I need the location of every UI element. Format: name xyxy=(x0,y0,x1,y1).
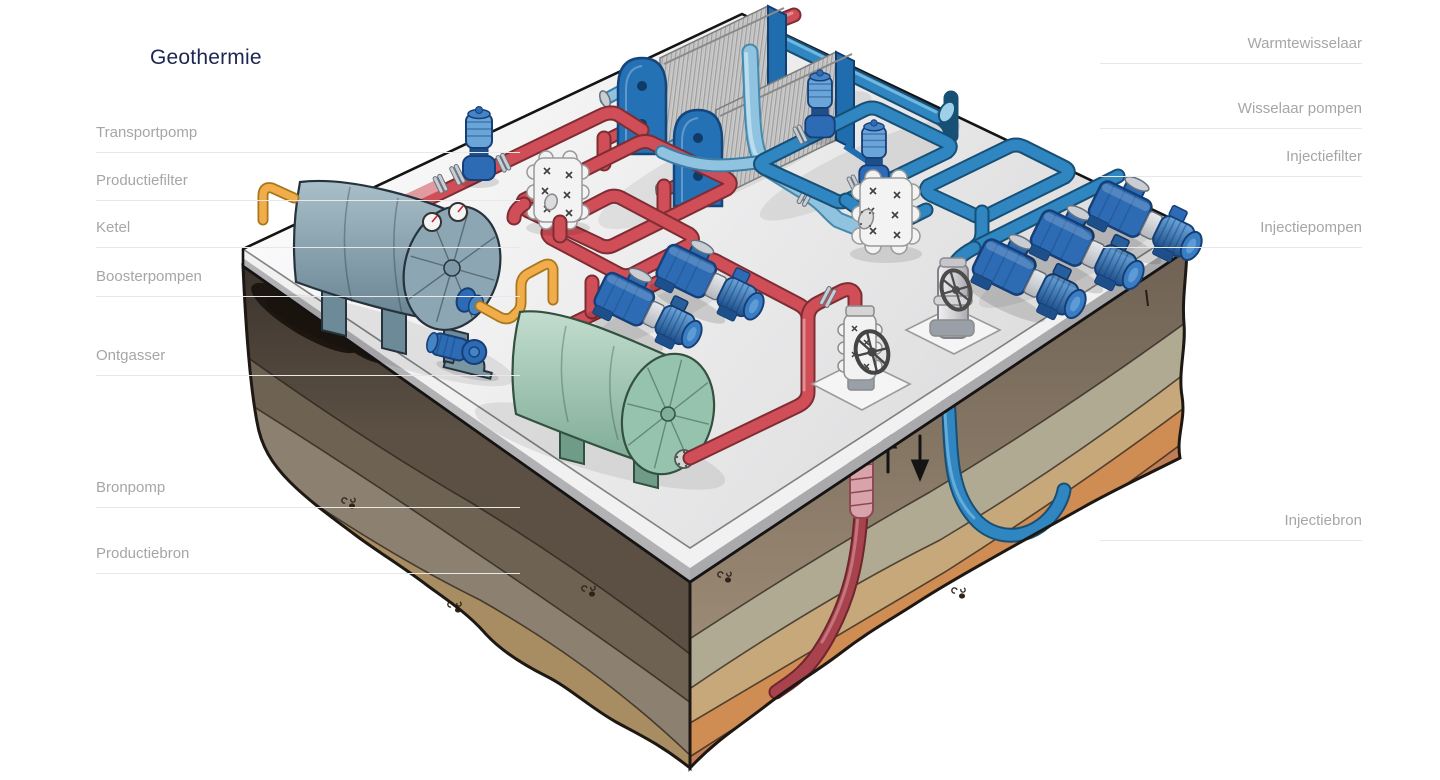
label-text: Ontgasser xyxy=(96,347,166,364)
production-wellhead xyxy=(810,305,912,411)
label-underline xyxy=(96,507,520,508)
page-title: Geothermie xyxy=(150,46,262,69)
injection-well-pipe xyxy=(940,390,1072,543)
label-text: Warmtewisselaar xyxy=(1247,35,1362,52)
label-underline xyxy=(1100,128,1362,129)
pressure-gauges xyxy=(422,202,468,232)
productie-filter xyxy=(506,150,590,244)
booster-pump-1 xyxy=(587,267,703,352)
wisselaar-pump-1 xyxy=(792,69,839,145)
label-underline xyxy=(96,152,520,153)
hot-pipe-to-wellhead xyxy=(682,282,863,466)
label-underline xyxy=(96,247,520,248)
label-underline xyxy=(1100,63,1362,64)
label-underline xyxy=(1100,176,1362,177)
label-text: Injectiefilter xyxy=(1286,148,1362,165)
label-underline xyxy=(96,200,520,201)
label-text: Ketel xyxy=(96,219,131,236)
label-wisselaar-pompen: Wisselaar pompen xyxy=(1100,99,1362,129)
ketel-small-pump xyxy=(426,331,499,382)
label-bronpomp: Bronpomp xyxy=(96,478,520,508)
label-underline xyxy=(1100,540,1362,541)
label-text: Injectiebron xyxy=(1284,512,1362,529)
label-text: Transportpomp xyxy=(96,124,198,141)
label-productiebron: Productiebron xyxy=(96,544,520,574)
label-productiefilter: Productiefilter xyxy=(96,171,520,201)
label-text: Injectiepompen xyxy=(1260,219,1362,236)
label-text: Wisselaar pompen xyxy=(1237,100,1362,117)
label-injectiebron: Injectiebron xyxy=(1100,511,1362,541)
injection-wellhead xyxy=(904,257,1002,355)
label-boosterpompen: Boosterpompen xyxy=(96,267,520,297)
label-underline xyxy=(96,296,520,297)
ketel-tank xyxy=(266,179,514,387)
label-text: Productiefilter xyxy=(96,172,188,189)
label-text: Boosterpompen xyxy=(96,268,202,285)
transport-pump xyxy=(449,106,512,188)
label-underline xyxy=(96,375,520,376)
injection-pump-3 xyxy=(1081,175,1203,265)
ontgasser-tank xyxy=(474,310,726,490)
gas-pipe xyxy=(257,182,559,325)
injectie-filter xyxy=(850,169,922,263)
label-transportpomp: Transportpomp xyxy=(96,123,520,153)
label-text: Bronpomp xyxy=(96,479,166,496)
label-text: Productiebron xyxy=(96,545,190,562)
booster-pump-2 xyxy=(649,239,765,324)
label-ontgasser: Ontgasser xyxy=(96,346,520,376)
label-underline xyxy=(96,573,520,574)
label-injectiefilter: Injectiefilter xyxy=(1100,147,1362,177)
production-valve-handwheel xyxy=(853,329,891,375)
injection-valve-handwheel xyxy=(939,268,973,312)
oil-deposit-blob xyxy=(251,282,359,354)
injection-pump-1 xyxy=(965,233,1087,323)
injection-pump-2 xyxy=(1023,204,1145,294)
label-injectiepompen: Injectiepompen xyxy=(1100,218,1362,248)
label-warmtewisselaar: Warmtewisselaar xyxy=(1100,34,1362,64)
label-underline xyxy=(1100,247,1362,248)
label-ketel: Ketel xyxy=(96,218,520,248)
